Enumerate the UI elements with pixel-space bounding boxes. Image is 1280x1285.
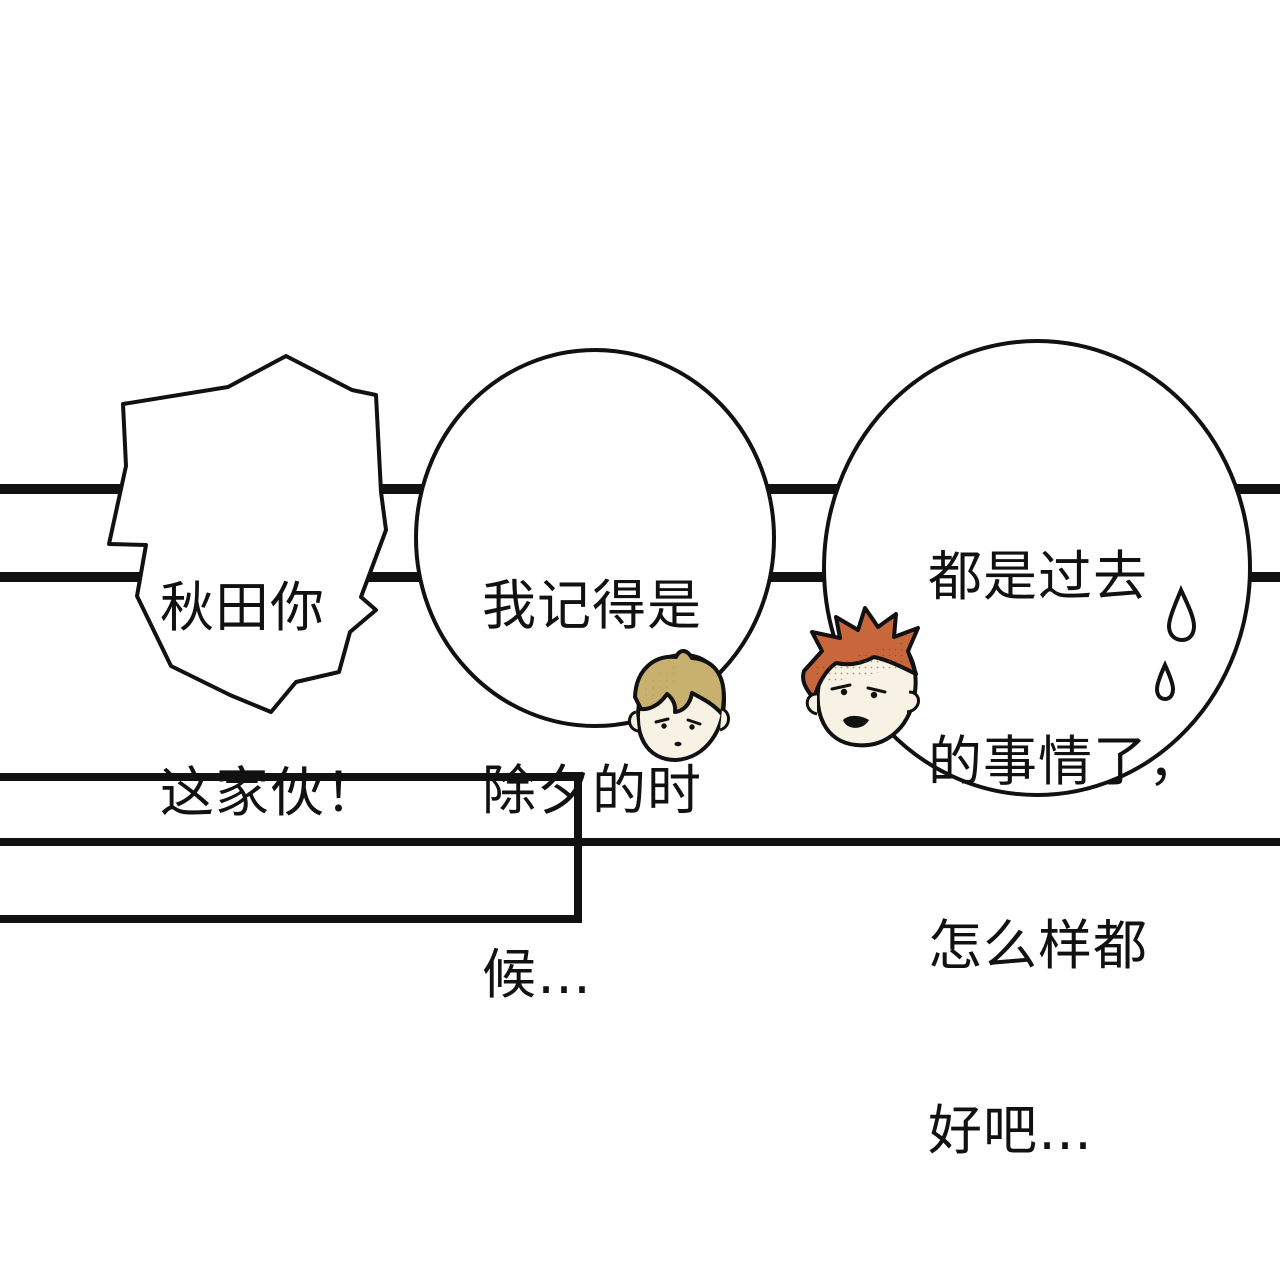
sweat-drop-large	[1166, 585, 1197, 643]
sweat-drops	[1154, 585, 1197, 702]
light-brown-haired-boy	[628, 649, 730, 763]
right-bubble-line: 怎么样都	[928, 914, 1148, 978]
spiky-bubble-text: 秋田你 这家伙！	[160, 454, 380, 946]
lower-frame	[0, 773, 582, 923]
sweat-drop-small	[1154, 660, 1176, 702]
middle-bubble-line: 除夕的时	[482, 758, 702, 822]
comic-artwork	[0, 339, 1280, 923]
middle-bubble-line: 候…	[482, 943, 592, 1007]
right-bubble-line: 都是过去	[928, 545, 1148, 609]
speech-bubble-round-middle	[414, 348, 776, 728]
right-bubble-text: 都是过去 的事情了， 怎么样都 好吧…	[928, 423, 1203, 1285]
speech-bubble-round-right	[822, 339, 1252, 797]
spiky-bubble-line: 秋田你	[160, 576, 325, 640]
comic-panel: 秋田你 这家伙！ 我记得是 除夕的时 候… 都是过去 的事情了， 怎么样都 好吧…	[0, 339, 1280, 1162]
middle-bubble-line: 我记得是	[482, 574, 702, 638]
speech-bubble-spiky	[107, 354, 388, 714]
orange-haired-boy	[801, 606, 920, 748]
right-bubble-line: 好吧…	[928, 1099, 1093, 1163]
spiky-bubble-line: 这家伙！	[160, 760, 380, 824]
middle-bubble-text: 我记得是 除夕的时 候…	[482, 452, 702, 1129]
right-bubble-line: 的事情了，	[928, 729, 1203, 793]
